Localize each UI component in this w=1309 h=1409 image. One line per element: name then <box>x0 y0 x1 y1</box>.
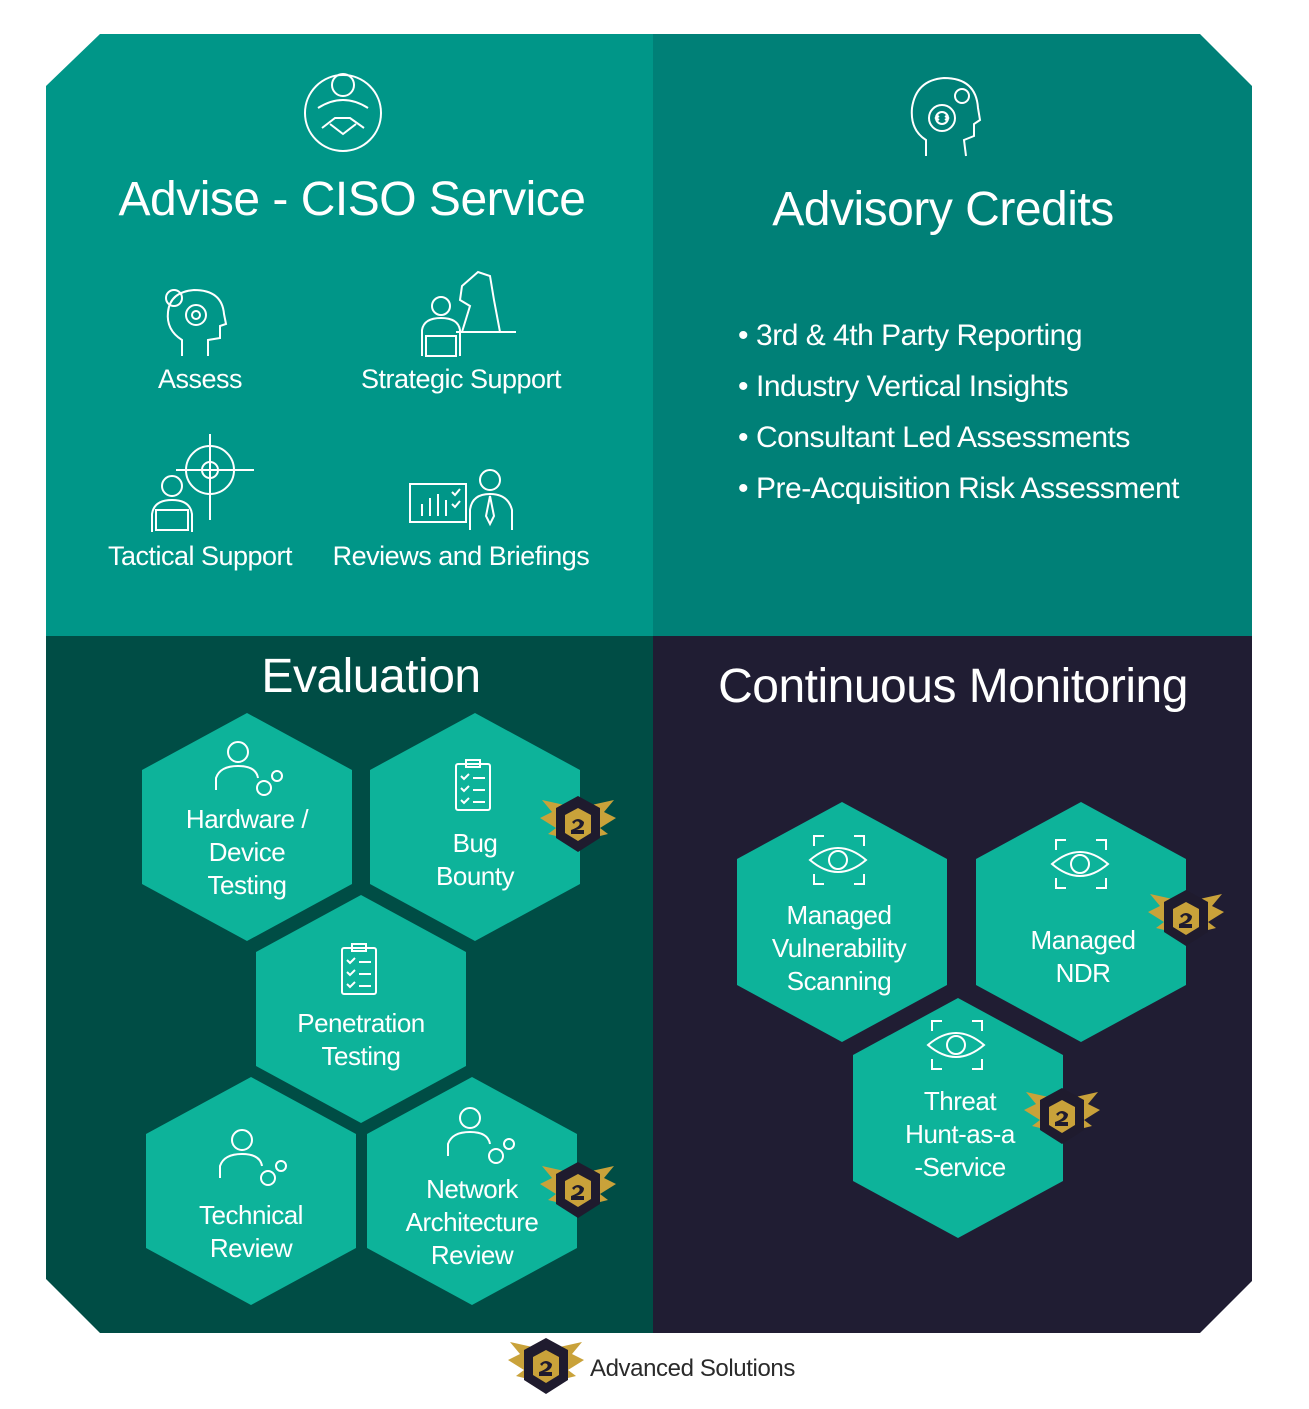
list-item: Consultant Led Assessments <box>738 418 1179 469</box>
eye-scan-icon <box>808 835 868 885</box>
reviews-briefings-label: Reviews and Briefings <box>332 541 590 571</box>
presentation-icon <box>409 469 513 530</box>
hex-technical-review <box>146 1077 356 1305</box>
advisory-credits-title: Advisory Credits <box>772 183 1114 236</box>
advise-title: Advise - CISO Service <box>118 173 586 226</box>
advise-quadrant <box>46 34 653 636</box>
monitoring-title: Continuous Monitoring <box>718 660 1188 713</box>
handshake-icon <box>304 73 382 152</box>
head-gears-icon <box>165 288 228 356</box>
hex-label-hardware: Hardware / Device Testing <box>185 804 309 900</box>
hex-label-threat-hunt: Threat Hunt-as-a -Service <box>905 1086 1015 1182</box>
advisory-credits-list: 3rd & 4th Party Reporting Industry Verti… <box>738 316 1180 520</box>
assess-label: Assess <box>157 364 243 394</box>
hex-label-bug-bounty: Bug Bounty <box>436 828 514 891</box>
hex-label-network-architecture: Network Architecture Review <box>405 1174 539 1270</box>
list-item: 3rd & 4th Party Reporting <box>738 316 1179 367</box>
strategic-support-label: Strategic Support <box>360 364 562 394</box>
eye-scan-icon <box>926 1020 986 1070</box>
hex-managed-ndr <box>976 802 1186 1042</box>
hex-label-vulnerability-scanning: Managed Vulnerability Scanning <box>771 900 907 996</box>
eye-scan-icon <box>1050 839 1110 889</box>
clipboard-checklist-icon <box>341 943 377 995</box>
hex-threat-hunt <box>853 998 1063 1238</box>
clipboard-checklist-icon <box>455 759 491 811</box>
list-item: Industry Vertical Insights <box>738 367 1179 418</box>
hex-managed-vulnerability-scanning <box>737 802 947 1042</box>
hex-hardware-device-testing <box>142 713 352 941</box>
tactical-support-label: Tactical Support <box>107 541 293 571</box>
hex-network-architecture-review <box>367 1077 577 1305</box>
hex-label-managed-ndr: Managed NDR <box>1030 925 1136 988</box>
advanced-solutions-badge-icon <box>508 1338 584 1394</box>
hex-bug-bounty <box>370 713 580 941</box>
hex-label-penetration: Penetration Testing <box>297 1008 425 1071</box>
chess-knight-icon <box>421 270 516 357</box>
list-item: Pre-Acquisition Risk Assessment <box>738 469 1180 520</box>
evaluation-title: Evaluation <box>261 650 481 703</box>
user-gear-icon <box>447 1107 515 1164</box>
legend-label: Advanced Solutions <box>590 1355 795 1382</box>
hex-label-technical-review: Technical Review <box>199 1200 303 1263</box>
user-gear-icon <box>219 1129 287 1186</box>
target-crosshair-icon <box>151 434 254 532</box>
head-chip-icon <box>910 76 982 157</box>
hex-penetration-testing <box>256 895 466 1123</box>
user-gear-icon <box>215 741 283 796</box>
